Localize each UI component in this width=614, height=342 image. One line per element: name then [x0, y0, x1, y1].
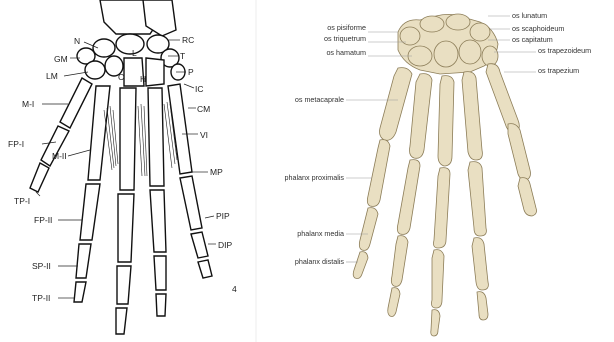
middle-finger-bones: [116, 88, 136, 334]
thumb-bones: [30, 78, 92, 192]
label-os-pisiforme: os pisiforme: [327, 23, 366, 32]
ring-finger-phalanges: [388, 160, 420, 317]
label-tp-i: TP-I: [14, 196, 30, 206]
label-os-trapezium: os trapezium: [538, 66, 579, 75]
index-finger-phalanges: [468, 162, 488, 320]
label-n: N: [74, 36, 80, 46]
carpal-cluster: [398, 14, 498, 74]
label-os-metacarpale: os metacaprale: [295, 95, 344, 104]
label-m-i: M-I: [22, 99, 34, 109]
label-cm: CM: [197, 104, 210, 114]
label-c: C: [118, 72, 124, 82]
metacarpals: [380, 64, 520, 166]
label-os-triquetrum: os triquetrum: [324, 34, 366, 43]
label-os-trapezoideum: os trapezoideum: [538, 46, 591, 55]
label-l: L: [132, 48, 137, 58]
little-finger-phalanges: [353, 140, 390, 279]
index-finger-bones: [74, 86, 110, 302]
carpal-bones: [77, 34, 185, 86]
label-rc: RC: [182, 35, 194, 45]
label-mp: MP: [210, 167, 223, 177]
label-gm: GM: [54, 54, 68, 64]
label-tp-ii: TP-II: [32, 293, 50, 303]
label-os-hamatum: os hamatum: [326, 48, 366, 57]
label-ic: IC: [195, 84, 204, 94]
forearm-bones: [100, 0, 176, 36]
label-m-ii: M-II: [52, 151, 67, 161]
label-p: P: [188, 67, 194, 77]
label-os-capitatum: os capitatum: [512, 35, 553, 44]
label-phalanx-distalis: phalanx distalis: [295, 257, 345, 266]
thumb-phalanges: [508, 124, 537, 216]
label-dip: DIP: [218, 240, 233, 250]
line-art-hand-diagram: N RC GM LM L T C H P IC CM M-I FP-I M-II…: [8, 0, 237, 334]
label-pip: PIP: [216, 211, 230, 221]
interosseous-hatching: [104, 102, 177, 176]
label-phalanx-proximalis: phalanx proximalis: [284, 173, 344, 182]
realistic-hand-illustration: os pisiforme os triquetrum os hamatum os…: [284, 11, 591, 336]
label-h: H: [140, 74, 146, 84]
middle-finger-phalanges: [431, 168, 450, 336]
label-os-scaphoideum: os scaphoideum: [512, 24, 564, 33]
label-fp-ii: FP-II: [34, 215, 52, 225]
label-t: T: [180, 51, 185, 61]
label-phalanx-media: phalanx media: [297, 229, 344, 238]
ring-finger-bones: [148, 88, 166, 316]
label-sp-ii: SP-II: [32, 261, 51, 271]
label-four: 4: [232, 284, 237, 294]
label-os-lunatum: os lunatum: [512, 11, 547, 20]
label-vi: VI: [200, 130, 208, 140]
label-lm: LM: [46, 71, 58, 81]
label-fp-i: FP-I: [8, 139, 24, 149]
